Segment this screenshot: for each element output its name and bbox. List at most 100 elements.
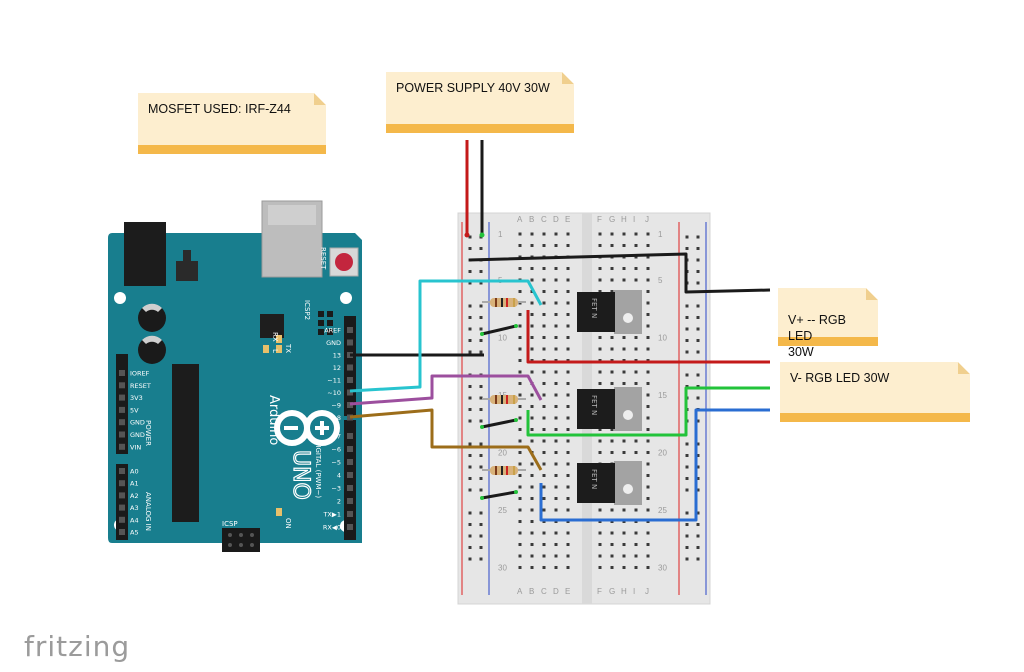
- power-pin-label: 3V3: [130, 394, 143, 402]
- arduino-model: UNO: [288, 450, 313, 500]
- vminus-note: V- RGB LED 30W: [780, 362, 970, 422]
- bb-row-number: 25: [658, 506, 667, 515]
- digital-pin-label: ~6: [331, 446, 341, 454]
- digital-pin-label: 13: [333, 352, 341, 360]
- vplus-red-wire: [526, 310, 770, 364]
- blue-led-wire: [539, 408, 770, 522]
- digital-pin-label: 4: [337, 472, 341, 480]
- digital-pin-label: 8: [337, 414, 341, 422]
- bb-row-number: 30: [498, 564, 507, 573]
- on-label: ON: [284, 518, 292, 529]
- bb-col-label-top: E: [565, 215, 570, 224]
- jumper-3: [481, 490, 517, 500]
- led-label-tx: TX: [284, 343, 292, 353]
- bb-row-number: 10: [498, 334, 507, 343]
- analog-header-label: ANALOG IN: [144, 492, 152, 531]
- mosfet-note: MOSFET USED: IRF-Z44: [138, 93, 326, 154]
- mosfet-2: FET N: [577, 387, 642, 431]
- icsp2-label: ICSP2: [303, 300, 311, 320]
- reset-label: RESET: [319, 247, 327, 270]
- bb-row-number: 10: [658, 334, 667, 343]
- mosfet-note-text: MOSFET USED: IRF-Z44: [148, 102, 291, 116]
- bb-col-label-top: A: [517, 215, 523, 224]
- vplus-note: V+ -- RGB LED 30W: [778, 288, 878, 359]
- bb-col-label-top: B: [529, 215, 534, 224]
- power-pin-label: 5V: [130, 406, 139, 414]
- bb-row-number: 5: [658, 276, 663, 285]
- bb-row-number: 30: [658, 564, 667, 573]
- pin11-cyan-wire: [349, 279, 543, 393]
- bb-col-label-bottom: D: [553, 587, 559, 596]
- digital-pin-label: ~3: [331, 485, 341, 493]
- power-pin-label: IOREF: [130, 370, 150, 378]
- digital-pin-label: ~5: [331, 459, 341, 467]
- gnd-rail-wire: [468, 252, 771, 294]
- power-pin-label: GND: [130, 431, 145, 439]
- bb-col-label-top: D: [553, 215, 559, 224]
- bb-row-number: 25: [498, 506, 507, 515]
- power-supply-note: POWER SUPPLY 40V 30W: [386, 72, 574, 133]
- bb-col-label-bottom: A: [517, 587, 523, 596]
- bb-col-label-bottom: B: [529, 587, 534, 596]
- bb-col-label-top: C: [541, 215, 547, 224]
- fritzing-logo: fritzing: [24, 630, 131, 663]
- bb-col-label-bottom: J: [645, 587, 649, 596]
- mosfet-3: FET N: [577, 461, 642, 505]
- power-pin-label: RESET: [130, 382, 151, 390]
- power-supply-note-text: POWER SUPPLY 40V 30W: [396, 81, 550, 95]
- digital-header-label: DIGITAL (PWM~): [314, 440, 322, 498]
- mosfet-1: FET N: [577, 290, 642, 334]
- pin9-brown-wire: [349, 408, 543, 471]
- bb-col-label-bottom: F: [597, 587, 602, 596]
- bb-col-label-top: H: [621, 215, 627, 224]
- vplus-note-text: V+ -- RGB LED 30W: [788, 313, 846, 359]
- resistor-1: [482, 298, 526, 307]
- bb-col-label-top: I: [633, 215, 635, 224]
- digital-pin-label: 12: [333, 364, 341, 372]
- digital-pin-label: ~11: [327, 377, 341, 385]
- power-pin-label: GND: [130, 419, 145, 427]
- pin10-purple-wire: [349, 374, 543, 406]
- analog-pin-label: A2: [130, 492, 139, 500]
- power-pin-label: VIN: [130, 443, 141, 451]
- bb-col-label-top: F: [597, 215, 602, 224]
- digital-pin-label: RX◀0: [323, 524, 341, 532]
- bb-row-number: 20: [498, 449, 507, 458]
- bb-row-number: 20: [658, 449, 667, 458]
- led-label-l: L: [271, 349, 279, 353]
- jumper-2: [481, 418, 517, 429]
- digital-pin-label: GND: [326, 339, 341, 347]
- bb-row-number: 15: [658, 391, 667, 400]
- digital-pin-label: 2: [337, 498, 341, 506]
- analog-pin-label: A5: [130, 529, 139, 537]
- mosfet-2-label: FET N: [590, 395, 598, 415]
- bb-col-label-bottom: E: [565, 587, 570, 596]
- digital-pin-label: AREF: [324, 327, 341, 335]
- digital-pin-label: ~10: [327, 389, 341, 397]
- mosfet-1-label: FET N: [590, 298, 598, 318]
- bb-col-label-bottom: H: [621, 587, 627, 596]
- power-header-label: POWER: [144, 420, 152, 446]
- digital-pin-label: TX▶1: [322, 511, 341, 519]
- arduino-brand: Arduino: [266, 395, 281, 445]
- analog-pin-label: A0: [130, 468, 139, 476]
- bb-col-label-bottom: G: [609, 587, 615, 596]
- icsp-label: ICSP: [222, 520, 238, 528]
- green-led-wire: [526, 386, 770, 437]
- analog-pin-label: A4: [130, 516, 139, 524]
- bb-col-label-top: J: [645, 215, 649, 224]
- digital-pin-label: ~9: [331, 402, 341, 410]
- mosfet-3-label: FET N: [590, 469, 598, 489]
- analog-pin-label: A1: [130, 480, 139, 488]
- led-label-rx: RX: [271, 332, 279, 342]
- jumper-1: [481, 324, 517, 336]
- bb-row-number: 1: [658, 230, 663, 239]
- bb-col-label-bottom: I: [633, 587, 635, 596]
- analog-pin-label: A3: [130, 504, 139, 512]
- bb-col-label-bottom: C: [541, 587, 547, 596]
- resistor-3: [482, 466, 526, 475]
- resistor-2: [482, 395, 526, 404]
- arduino-uno-board: [108, 200, 362, 552]
- vminus-note-text: V- RGB LED 30W: [790, 371, 890, 385]
